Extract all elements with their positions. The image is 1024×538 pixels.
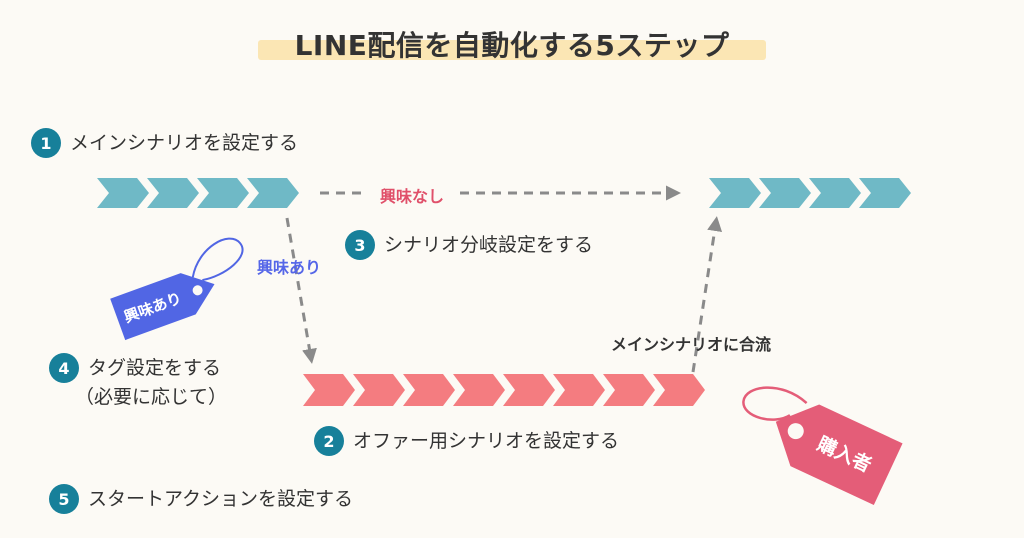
step-1-badge: 1 <box>31 128 61 158</box>
step-2-badge: 2 <box>314 426 344 456</box>
main-scenario-continued-chevron <box>759 178 811 208</box>
offer-scenario-chevron <box>503 374 555 406</box>
offer-scenario-chevron <box>553 374 605 406</box>
step-2: 2 オファー用シナリオを設定する <box>314 426 619 456</box>
offer-scenario-chevron <box>453 374 505 406</box>
step-3: 3 シナリオ分岐設定をする <box>345 230 593 260</box>
offer-scenario-chevron <box>303 374 355 406</box>
page-title: LINE配信を自動化する5ステップ <box>294 29 730 62</box>
main-scenario-chevron <box>147 178 199 208</box>
step-5: 5 スタートアクションを設定する <box>49 484 353 514</box>
edge-label-not-interested: 興味なし <box>380 187 445 206</box>
edge-label-merge: メインシナリオに合流 <box>611 335 772 354</box>
step-5-badge: 5 <box>49 484 79 514</box>
step-3-badge: 3 <box>345 230 375 260</box>
main-scenario-chevron <box>247 178 299 208</box>
main-scenario-chevron <box>197 178 249 208</box>
main-scenario-continued-chevron <box>809 178 861 208</box>
step-2-label: オファー用シナリオを設定する <box>353 430 620 452</box>
main-scenario-continued-chevron <box>709 178 761 208</box>
edge-label-interested: 興味あり <box>257 258 322 277</box>
step-5-label: スタートアクションを設定する <box>88 488 354 510</box>
step-3-label: シナリオ分岐設定をする <box>384 234 594 256</box>
main-scenario-chevron <box>97 178 149 208</box>
interested-arrow <box>285 217 317 364</box>
interested-tag: 興味あり <box>110 237 244 341</box>
step-4-sublabel: （必要に応じて） <box>75 386 228 408</box>
offer-scenario-chevron <box>353 374 405 406</box>
title-highlight <box>258 40 766 60</box>
step-1: 1 メインシナリオを設定する <box>31 128 298 158</box>
purchaser-tag: 購入者 <box>742 386 903 506</box>
step-1-label: メインシナリオを設定する <box>70 132 299 154</box>
offer-scenario-chevron <box>403 374 455 406</box>
step-4-badge: 4 <box>49 353 79 383</box>
step-4-label: タグ設定をする <box>88 357 222 379</box>
offer-scenario-chevron <box>653 374 705 406</box>
offer-scenario-chevron <box>603 374 655 406</box>
main-scenario-continued-chevron <box>859 178 911 208</box>
step-4: 4 タグ設定をする （必要に応じて） <box>49 353 227 411</box>
